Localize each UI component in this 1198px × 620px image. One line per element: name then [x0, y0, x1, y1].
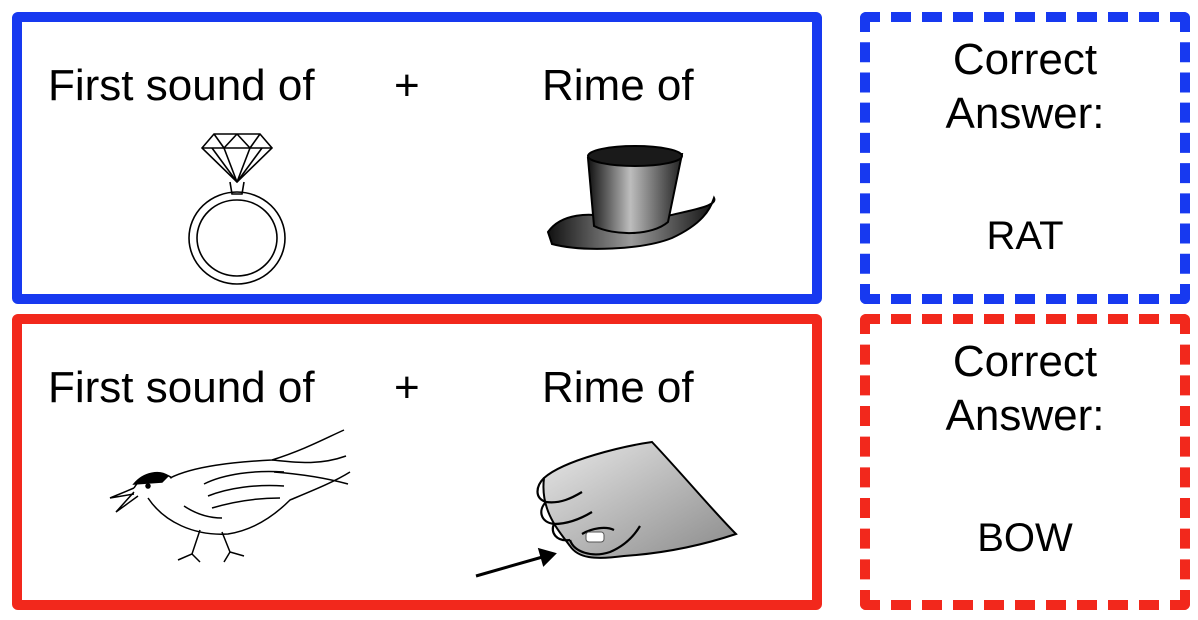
- answer-box-1: Correct Answer: RAT: [860, 12, 1190, 304]
- answer-box-2: Correct Answer: BOW: [860, 314, 1190, 610]
- rime-label: Rime of: [542, 363, 694, 412]
- plus-sign: +: [394, 61, 420, 110]
- first-sound-label: First sound of: [48, 61, 315, 110]
- answer-word: RAT: [986, 214, 1064, 258]
- first-sound-label: First sound of: [48, 363, 315, 412]
- top-hat-icon: [546, 145, 716, 250]
- answer-title-line1: Correct: [952, 35, 1098, 84]
- ring-icon: [188, 133, 286, 285]
- answer-title-line2: Answer:: [945, 89, 1105, 138]
- answer-title-line2: Answer:: [945, 391, 1105, 440]
- bird-icon: [109, 429, 351, 563]
- puzzle-panel-1: First sound of + Rime of: [12, 12, 822, 304]
- plus-sign: +: [394, 363, 420, 412]
- toe-icon: [475, 440, 738, 578]
- rime-label: Rime of: [542, 61, 694, 110]
- answer-word: BOW: [977, 516, 1073, 560]
- answer-title-line1: Correct: [952, 337, 1098, 386]
- puzzle-panel-2: First sound of + Rime of: [12, 314, 822, 610]
